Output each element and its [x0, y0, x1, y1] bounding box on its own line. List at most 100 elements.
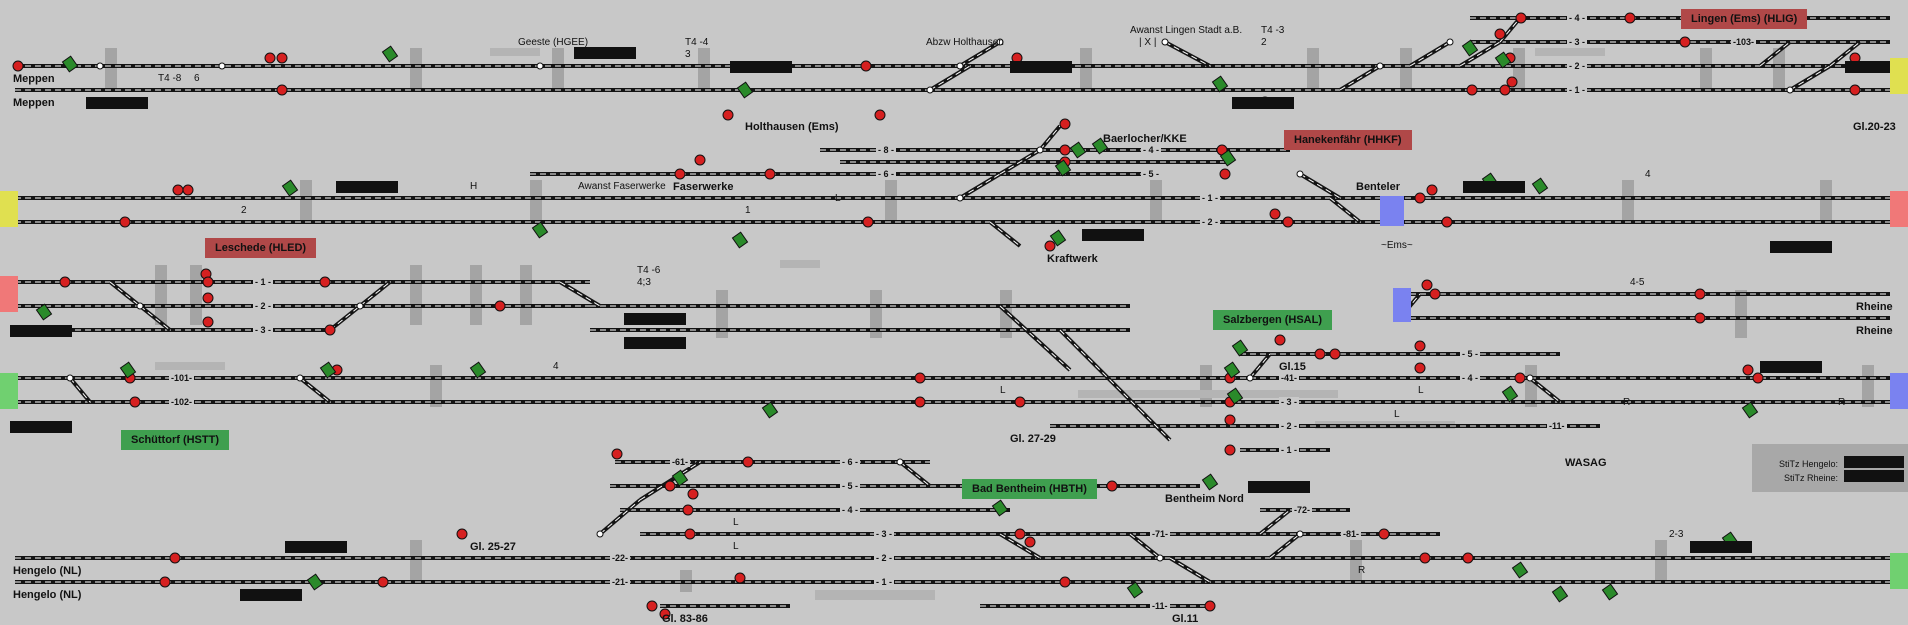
shunt-signal[interactable]	[671, 469, 689, 487]
signal-light[interactable]	[1421, 279, 1433, 291]
shunt-signal[interactable]	[531, 221, 549, 239]
signal-light[interactable]	[1429, 288, 1441, 300]
edge-connector-left-yellow[interactable]	[0, 191, 18, 227]
shunt-signal[interactable]	[61, 55, 79, 73]
signal-light[interactable]	[1219, 168, 1231, 180]
switch-point[interactable]	[956, 62, 964, 70]
switch-point[interactable]	[1296, 530, 1304, 538]
track-lig-4[interactable]: - 4 -	[1567, 13, 1588, 23]
signal-light[interactable]	[1329, 348, 1341, 360]
switch-point[interactable]	[296, 374, 304, 382]
signal-light[interactable]	[1694, 312, 1706, 324]
train-number-display[interactable]	[10, 421, 72, 433]
shunt-signal[interactable]	[1091, 137, 1109, 155]
track-lig-1[interactable]: - 1 -	[1567, 85, 1588, 95]
signal-light[interactable]	[1679, 36, 1691, 48]
switch-point[interactable]	[926, 86, 934, 94]
track-lig-3[interactable]: - 3 -	[1567, 37, 1588, 47]
train-number-display[interactable]	[285, 541, 347, 553]
switch-point[interactable]	[1161, 38, 1169, 46]
shunt-signal[interactable]	[1201, 473, 1219, 491]
signal-light[interactable]	[1414, 340, 1426, 352]
track-bth-5[interactable]: - 5 -	[840, 481, 861, 491]
shunt-signal[interactable]	[281, 179, 299, 197]
shunt-signal[interactable]	[306, 573, 324, 591]
shunt-signal[interactable]	[1511, 561, 1529, 579]
signal-light[interactable]	[1014, 528, 1026, 540]
switch-point[interactable]	[1786, 86, 1794, 94]
track-hhkf-5[interactable]: - 5 -	[1141, 169, 1162, 179]
train-number-display[interactable]	[1248, 481, 1310, 493]
track-bth-6[interactable]: - 6 -	[840, 457, 861, 467]
train-number-display[interactable]	[240, 589, 302, 601]
shunt-signal[interactable]	[35, 303, 53, 321]
train-number-display[interactable]	[1010, 61, 1072, 73]
track-led-2[interactable]: - 2 -	[253, 301, 274, 311]
shunt-signal[interactable]	[1531, 177, 1549, 195]
signal-light[interactable]	[764, 168, 776, 180]
train-number-display[interactable]	[624, 337, 686, 349]
signal-light[interactable]	[1106, 480, 1118, 492]
signal-light[interactable]	[682, 504, 694, 516]
shunt-signal[interactable]	[1494, 51, 1512, 69]
signal-light[interactable]	[159, 576, 171, 588]
signal-light[interactable]	[611, 448, 623, 460]
shunt-signal[interactable]	[1226, 387, 1244, 405]
track-bth-81[interactable]: -81-	[1341, 529, 1362, 539]
signal-light[interactable]	[276, 84, 288, 96]
signal-light[interactable]	[1059, 576, 1071, 588]
shunt-signal[interactable]	[731, 231, 749, 249]
signal-light[interactable]	[494, 300, 506, 312]
switch-point[interactable]	[1246, 374, 1254, 382]
switch-point[interactable]	[136, 302, 144, 310]
track-bth-22[interactable]: -22-	[610, 553, 631, 563]
track-sal-4[interactable]: - 4 -	[1460, 373, 1481, 383]
signal-light[interactable]	[1515, 12, 1527, 24]
signal-light[interactable]	[182, 184, 194, 196]
signal-light[interactable]	[1419, 552, 1431, 564]
train-number-display[interactable]	[336, 181, 398, 193]
track-sal-11[interactable]: -11-	[1547, 421, 1567, 431]
signal-light[interactable]	[674, 168, 686, 180]
shunt-signal[interactable]	[1126, 581, 1144, 599]
station-salzbergen[interactable]: Salzbergen (HSAL)	[1213, 310, 1333, 330]
signal-light[interactable]	[1378, 528, 1390, 540]
stitz-rheine-display[interactable]	[1844, 470, 1904, 482]
track-sal-2[interactable]: - 2 -	[1279, 421, 1300, 431]
train-number-display[interactable]	[730, 61, 792, 73]
signal-light[interactable]	[1624, 12, 1636, 24]
signal-light[interactable]	[1224, 414, 1236, 426]
track-lig-103[interactable]: -103-	[1731, 37, 1757, 47]
track-hhkf-2[interactable]: - 2 -	[1200, 217, 1221, 227]
signal-light[interactable]	[722, 109, 734, 121]
signal-light[interactable]	[742, 456, 754, 468]
shunt-signal[interactable]	[1049, 229, 1067, 247]
signal-light[interactable]	[694, 154, 706, 166]
signal-light[interactable]	[687, 488, 699, 500]
signal-light[interactable]	[1014, 396, 1026, 408]
shunt-signal[interactable]	[1741, 401, 1759, 419]
track-sal-41[interactable]: -41-	[1279, 373, 1300, 383]
signal-light[interactable]	[734, 572, 746, 584]
edge-connector-right-green[interactable]	[1890, 553, 1908, 589]
signal-light[interactable]	[1694, 288, 1706, 300]
track-bth-4[interactable]: - 4 -	[840, 505, 861, 515]
track-sal-3[interactable]: - 3 -	[1279, 397, 1300, 407]
shunt-signal[interactable]	[319, 361, 337, 379]
station-hanekenfaehr[interactable]: Hanekenfähr (HHKF)	[1284, 130, 1412, 150]
signal-light[interactable]	[377, 576, 389, 588]
train-number-display[interactable]	[1690, 541, 1752, 553]
shunt-signal[interactable]	[119, 361, 137, 379]
switch-point[interactable]	[1526, 374, 1534, 382]
train-number-display[interactable]	[10, 325, 72, 337]
signal-light[interactable]	[914, 372, 926, 384]
switch-point[interactable]	[96, 62, 104, 70]
signal-light[interactable]	[1282, 216, 1294, 228]
track-bth-61[interactable]: -61-	[670, 457, 691, 467]
track-bth-2[interactable]: - 2 -	[874, 553, 895, 563]
signal-light[interactable]	[1044, 240, 1056, 252]
signal-light[interactable]	[860, 60, 872, 72]
train-number-display[interactable]	[574, 47, 636, 59]
signal-light[interactable]	[1466, 84, 1478, 96]
shunt-signal[interactable]	[1551, 585, 1569, 603]
